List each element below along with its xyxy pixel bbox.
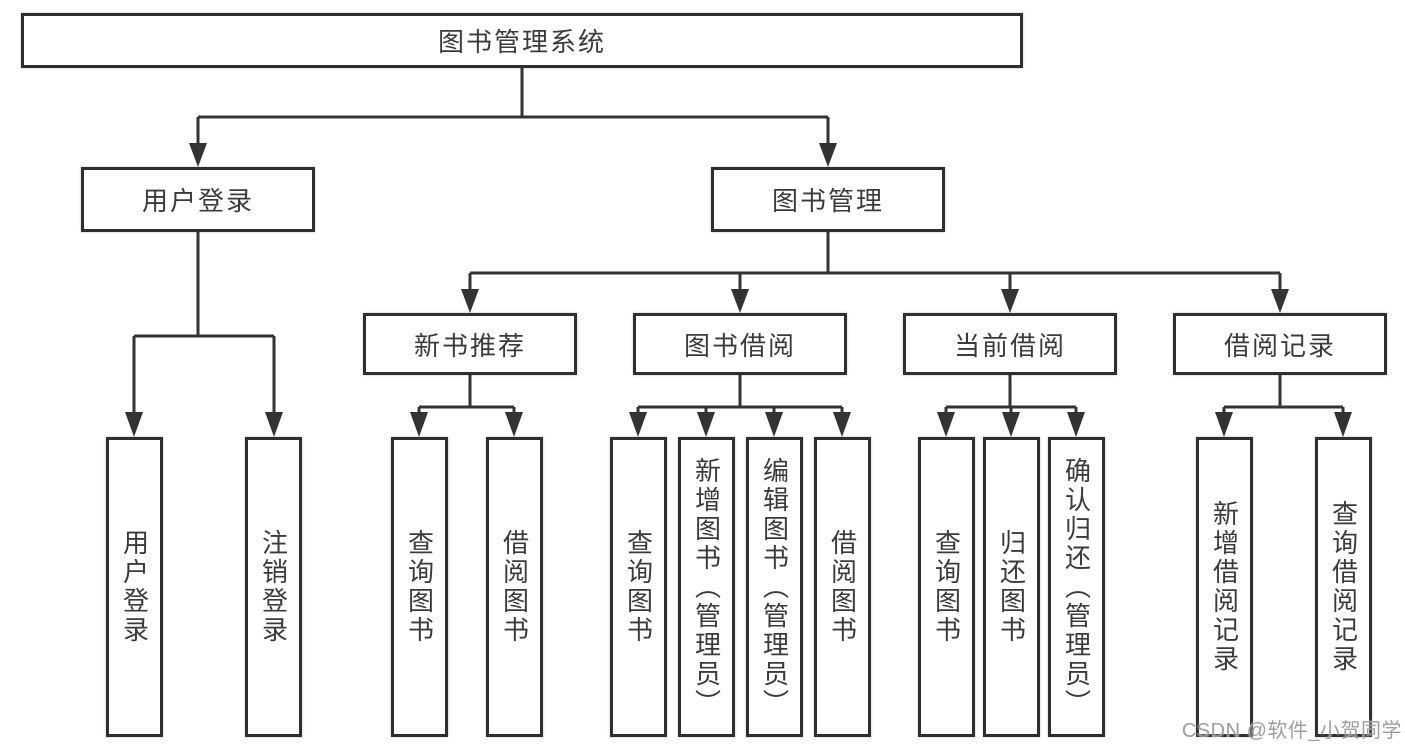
node-label: 确认归还（管理员） xyxy=(1061,456,1092,718)
node-label: 新增图书（管理员） xyxy=(691,456,722,718)
node-leaf-query-books-newbook: 查询图书 xyxy=(391,437,448,737)
node-label: 用户登录 xyxy=(119,529,150,645)
node-leaf-borrow-books: 借阅图书 xyxy=(814,437,871,737)
node-label: 查询图书 xyxy=(931,529,962,645)
node-label: 查询图书 xyxy=(404,529,435,645)
node-label: 查询借阅记录 xyxy=(1328,500,1359,674)
connector-current-borrowing-to-leaves xyxy=(937,375,1085,437)
node-leaf-add-borrow-record: 新增借阅记录 xyxy=(1196,437,1253,737)
node-leaf-query-borrow-record: 查询借阅记录 xyxy=(1315,437,1372,737)
connector-borrow-records-to-leaves xyxy=(1215,375,1352,437)
node-current-borrowing: 当前借阅 xyxy=(903,313,1117,375)
node-leaf-query-books-borrow: 查询图书 xyxy=(610,437,667,737)
node-leaf-user-login: 用户登录 xyxy=(106,437,163,737)
node-borrowing-records: 借阅记录 xyxy=(1173,313,1387,375)
node-leaf-borrow-books-newbook: 借阅图书 xyxy=(486,437,543,737)
node-label: 借阅图书 xyxy=(827,529,858,645)
node-label: 新书推荐 xyxy=(413,330,526,361)
node-leaf-edit-books-admin: 编辑图书（管理员） xyxy=(746,437,803,737)
node-label: 图书管理 xyxy=(771,186,884,216)
connector-user-login-to-leaves xyxy=(125,232,283,437)
node-leaf-logout: 注销登录 xyxy=(245,437,302,737)
node-label: 查询图书 xyxy=(623,529,654,645)
node-label: 图书借阅 xyxy=(683,330,796,361)
node-label: 借阅记录 xyxy=(1223,330,1336,361)
connector-book-management-to-level3 xyxy=(461,232,1289,313)
node-book-borrowing: 图书借阅 xyxy=(633,313,847,375)
node-library-management-system: 图书管理系统 xyxy=(21,13,1023,68)
node-label: 注销登录 xyxy=(258,529,289,645)
node-label: 当前借阅 xyxy=(953,330,1066,361)
node-leaf-query-books-current: 查询图书 xyxy=(918,437,975,737)
connector-root-to-level2 xyxy=(189,68,837,167)
node-leaf-add-books-admin: 新增图书（管理员） xyxy=(678,437,735,737)
node-label: 借阅图书 xyxy=(499,529,530,645)
node-label: 编辑图书（管理员） xyxy=(759,456,790,718)
node-label: 新增借阅记录 xyxy=(1209,500,1240,674)
node-label: 图书管理系统 xyxy=(437,27,606,57)
connector-book-borrowing-to-leaves xyxy=(629,375,851,437)
node-book-management: 图书管理 xyxy=(711,167,945,232)
node-user-login: 用户登录 xyxy=(81,167,315,232)
node-leaf-return-books: 归还图书 xyxy=(983,437,1040,737)
node-label: 用户登录 xyxy=(141,186,254,216)
node-leaf-confirm-return-admin: 确认归还（管理员） xyxy=(1048,437,1105,737)
node-label: 归还图书 xyxy=(996,529,1027,645)
node-new-book-recommendation: 新书推荐 xyxy=(363,313,577,375)
connector-new-book-to-leaves xyxy=(410,375,523,437)
csdn-watermark: CSDN @软件_小贺同学 xyxy=(1181,720,1402,742)
